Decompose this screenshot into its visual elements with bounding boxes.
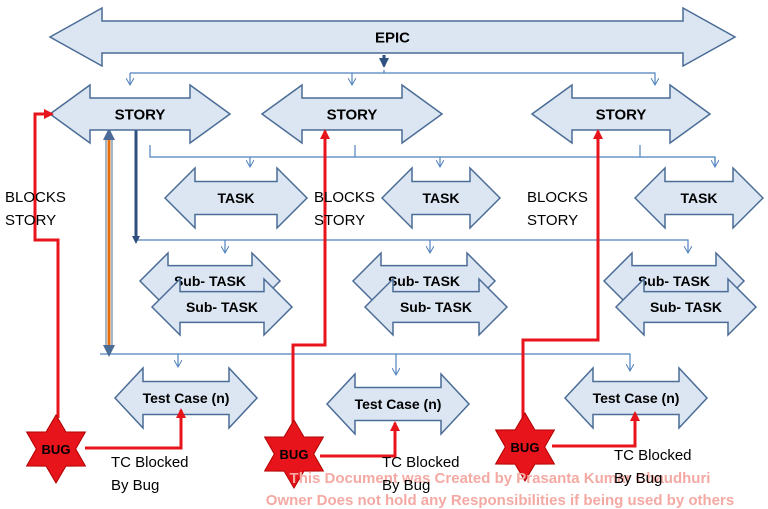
bug-label: BUG <box>42 442 71 457</box>
test-case-arrow: Test Case (n) <box>563 366 709 430</box>
epic-arrow: EPIC <box>48 6 737 68</box>
task-arrow-shape <box>633 166 765 230</box>
blocks-story-note-3: BLOCKS STORY <box>527 189 588 229</box>
blocks-story-line2: STORY <box>527 212 578 229</box>
watermark: This Document was Created by Prasanta Ku… <box>266 470 734 509</box>
blocks-story-line1: BLOCKS <box>5 189 66 206</box>
tc-blocked-line2: By Bug <box>382 477 430 494</box>
orange-link <box>103 128 115 357</box>
subtask-arrow-label: Sub- TASK <box>186 299 258 315</box>
task-arrow-label: TASK <box>217 190 254 206</box>
test-case-arrow-label: Test Case (n) <box>143 390 230 406</box>
tc-blocked-line1: TC Blocked <box>614 447 692 464</box>
subtask-arrow: Sub- TASK <box>363 277 509 337</box>
connector-lines <box>100 70 715 374</box>
task-arrow-label: TASK <box>680 190 717 206</box>
blocks-story-line1: BLOCKS <box>527 189 588 206</box>
subtask-arrow: Sub- TASK <box>614 277 758 337</box>
subtask-arrow-shape <box>150 277 294 337</box>
task-arrow-label: TASK <box>422 190 459 206</box>
task-arrow-shape <box>163 166 309 230</box>
subtask-arrow-label: Sub- TASK <box>400 299 472 315</box>
subtask-arrow-label: Sub- TASK <box>388 273 460 289</box>
tc-blocked-note-3: TC Blocked By Bug <box>614 447 692 487</box>
bug-links <box>33 109 640 458</box>
test-case-arrow-shape <box>113 366 259 430</box>
tc-blocked-line2: By Bug <box>111 477 159 494</box>
bug-star-shape <box>263 419 325 489</box>
subtask-arrow: Sub- TASK <box>150 277 294 337</box>
epic-story-connector <box>132 55 389 244</box>
story-arrow-label: STORY <box>596 106 647 123</box>
test-case-arrow: Test Case (n) <box>113 366 259 430</box>
subtask-arrow-shape <box>614 277 758 337</box>
watermark-line1: This Document was Created by Prasanta Ku… <box>290 470 711 487</box>
task-arrow: TASK <box>163 166 309 230</box>
subtask-arrow-label: Sub- TASK <box>650 299 722 315</box>
blocks-story-note-2: BLOCKS STORY <box>314 189 375 229</box>
story-arrow: STORY <box>530 83 712 145</box>
test-case-arrow-label: Test Case (n) <box>355 396 442 412</box>
subtask-arrow-label: Sub- TASK <box>638 273 710 289</box>
blocks-story-line2: STORY <box>314 212 365 229</box>
tc-blocked-note-2: TC Blocked By Bug <box>382 454 460 494</box>
story-arrow-shape <box>48 83 232 145</box>
bug-star-shape <box>25 414 87 484</box>
story-arrow-label: STORY <box>327 106 378 123</box>
blocks-story-line1: BLOCKS <box>314 189 375 206</box>
story-arrow: STORY <box>48 83 232 145</box>
tc-blocked-note-1: TC Blocked By Bug <box>111 454 189 494</box>
blocks-story-line2: STORY <box>5 212 56 229</box>
bug-layer: BUG BUG BUG <box>25 412 556 489</box>
task-arrow-shape <box>380 166 502 230</box>
test-case-arrow-shape <box>563 366 709 430</box>
bug-star: BUG <box>25 414 87 484</box>
subtask-arrow-label: Sub- TASK <box>174 273 246 289</box>
bug-star-shape <box>494 412 556 482</box>
test-case-arrow: Test Case (n) <box>325 372 471 436</box>
epic-arrow-label: EPIC <box>375 29 410 46</box>
subtask-arrow-shape <box>363 277 509 337</box>
test-case-arrow-label: Test Case (n) <box>593 390 680 406</box>
task-arrow: TASK <box>380 166 502 230</box>
bug-star: BUG <box>494 412 556 482</box>
bug-star: BUG <box>263 419 325 489</box>
watermark-line2: Owner Does not hold any Responsibilities… <box>266 492 734 509</box>
bug-label: BUG <box>511 440 540 455</box>
story-arrow-shape <box>260 83 444 145</box>
shape-layer: EPIC STORY STORY STORY TASK TASK TASK Sub- TASK… <box>48 6 765 436</box>
tc-blocked-line1: TC Blocked <box>111 454 189 471</box>
story-arrow: STORY <box>260 83 444 145</box>
bug-label: BUG <box>280 447 309 462</box>
blocks-story-note-1: BLOCKS STORY <box>5 189 66 229</box>
story-arrow-shape <box>530 83 712 145</box>
task-arrow: TASK <box>633 166 765 230</box>
tc-blocked-line1: TC Blocked <box>382 454 460 471</box>
epic-arrow-shape <box>48 6 737 68</box>
test-case-arrow-shape <box>325 372 471 436</box>
story-arrow-label: STORY <box>115 106 166 123</box>
tc-blocked-line2: By Bug <box>614 470 662 487</box>
